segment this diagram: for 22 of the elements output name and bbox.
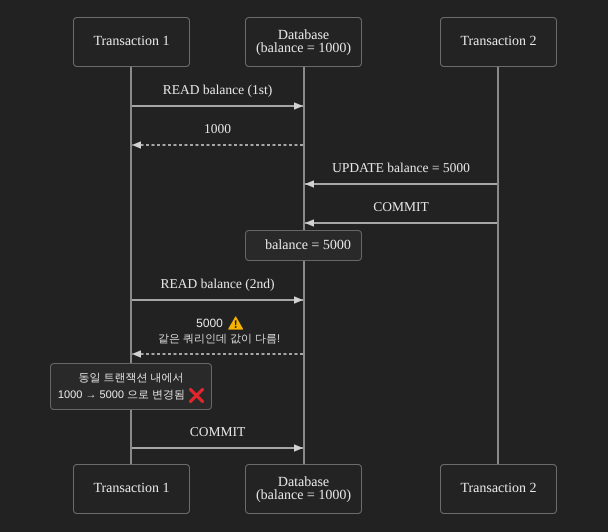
message-arrow [132, 102, 303, 110]
participant-box: Transaction 1 [73, 464, 190, 514]
message-arrow [305, 219, 497, 227]
participant-box: Database (balance = 1000) [245, 464, 362, 514]
participant-box: Transaction 2 [440, 464, 557, 514]
lifeline [303, 67, 305, 464]
note-box: balance = 5000 [245, 230, 362, 261]
lifeline [130, 67, 132, 464]
message-arrow [132, 444, 303, 452]
note-box [50, 363, 212, 410]
lifeline [497, 67, 499, 464]
participant-box: Transaction 1 [73, 17, 190, 67]
participant-box: Transaction 2 [440, 17, 557, 67]
return-arrow [132, 350, 303, 358]
participant-box: Database (balance = 1000) [245, 17, 362, 67]
message-arrow [305, 180, 497, 188]
annotation-text: 같은 쿼리인데 값이 다름! [158, 332, 280, 347]
message-label: READ balance (1st) [160, 82, 274, 98]
note-text: 동일 트랜잭션 내에서 1000 → 5000 으로 변경됨 [58, 370, 186, 402]
message-arrow [132, 296, 303, 304]
message-label: READ balance (2nd) [158, 276, 276, 292]
return-arrow [132, 141, 303, 149]
